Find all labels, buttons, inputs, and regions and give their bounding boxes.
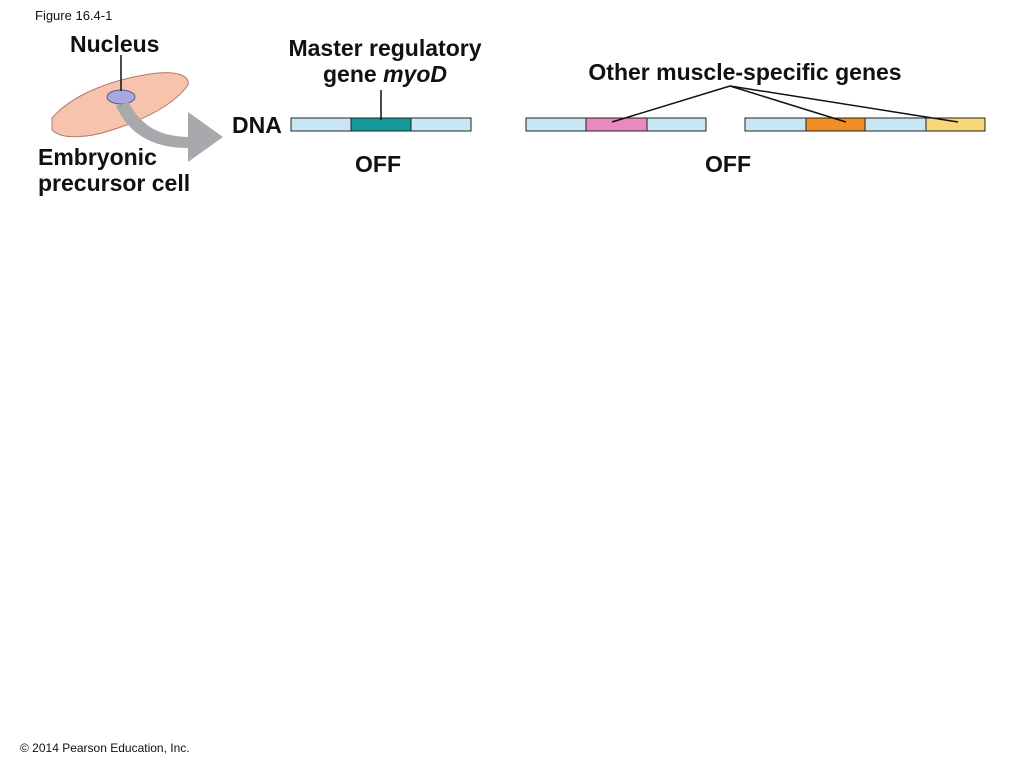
dna-segment-2 <box>525 117 707 132</box>
dna-label: DNA <box>232 112 282 138</box>
muscle-gene-pink <box>585 117 648 132</box>
master-label-line1: Master regulatory <box>288 35 482 61</box>
copyright-notice: © 2014 Pearson Education, Inc. <box>20 741 190 755</box>
other-muscle-genes-label: Other muscle-specific genes <box>588 59 902 85</box>
master-label-line2: gene myoD <box>270 61 500 87</box>
dna-segment-myod <box>290 117 472 132</box>
embryonic-label-line1: Embryonic <box>38 144 157 170</box>
nucleus <box>106 89 136 105</box>
embryonic-cell-label: Embryonic precursor cell <box>38 144 190 196</box>
muscle-gene-yellow <box>925 117 986 132</box>
other-genes-leader-lines <box>611 85 959 123</box>
curved-arrow-icon <box>116 102 223 162</box>
embryonic-label-line2: precursor cell <box>38 170 191 196</box>
figure-label: Figure 16.4-1 <box>35 8 113 23</box>
master-regulatory-gene-label: Master regulatory gene myoD <box>270 35 500 87</box>
nucleus-label: Nucleus <box>70 31 160 57</box>
muscle-gene-orange <box>805 117 866 132</box>
muscle-genes-state-label: OFF <box>705 151 751 177</box>
myod-gene-name: myoD <box>383 61 447 87</box>
master-label-prefix: gene <box>323 61 384 87</box>
myod-state-label: OFF <box>355 151 401 177</box>
